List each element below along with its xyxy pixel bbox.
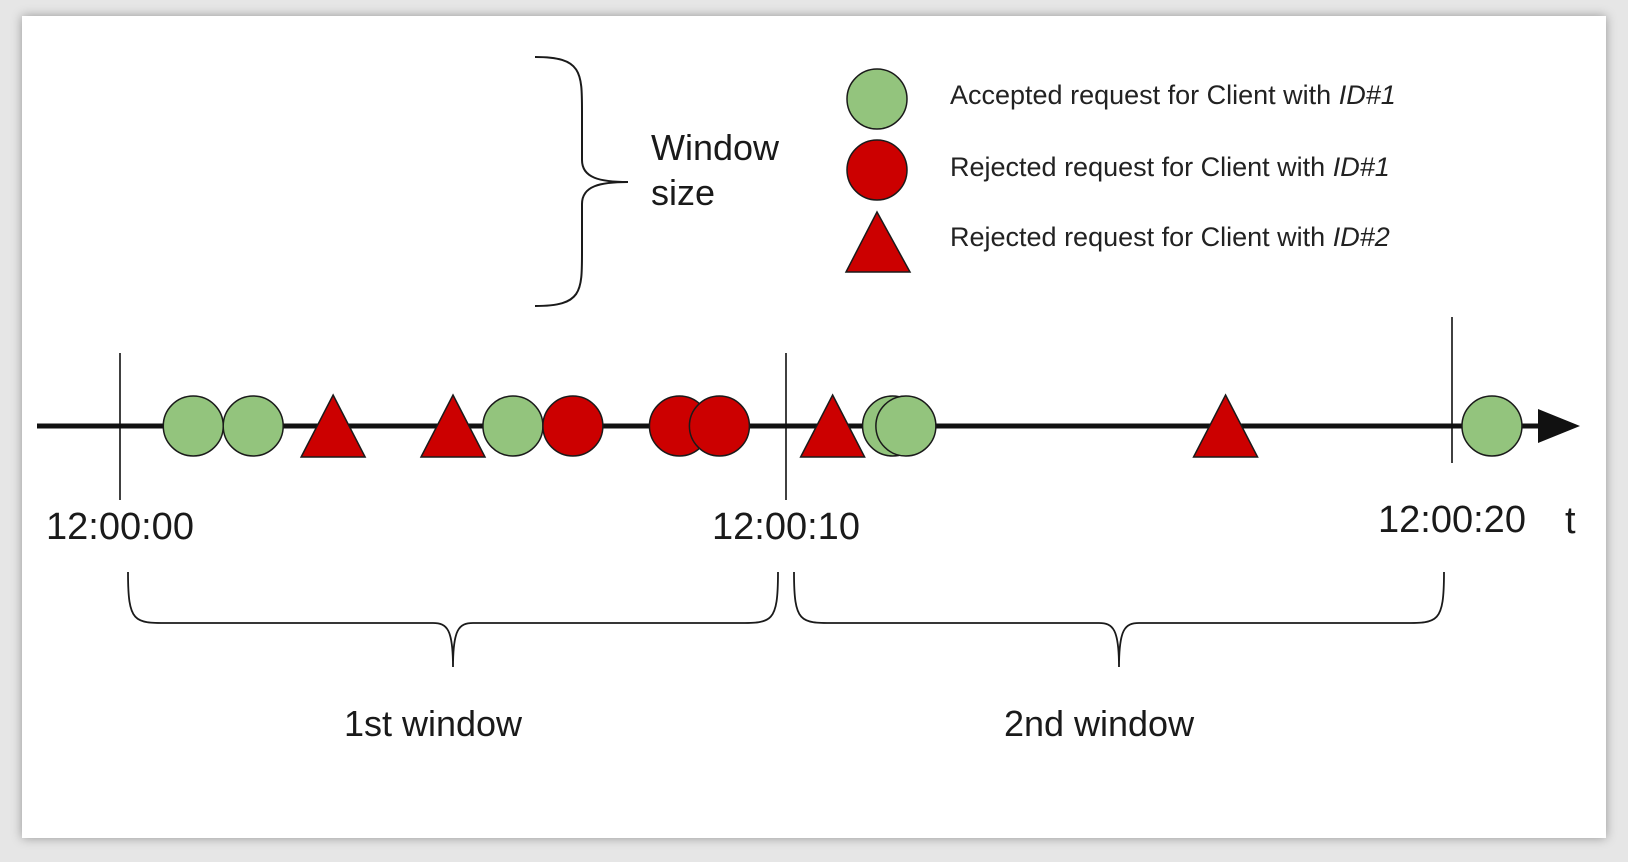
accepted-request-circle — [482, 395, 544, 457]
rejected-circle-icon — [846, 139, 908, 201]
window-brace — [127, 571, 779, 668]
request-marks — [162, 393, 1523, 458]
window-labels: 1st window 2nd window — [344, 703, 1195, 744]
accepted-request-circle — [222, 395, 284, 457]
legend-client-id: ID#1 — [1333, 152, 1390, 182]
legend-client-id: ID#2 — [1333, 222, 1390, 252]
axis-arrow-icon — [1538, 409, 1580, 443]
tick-label: 12:00:20 — [1378, 499, 1526, 541]
legend-client-id: ID#1 — [1339, 80, 1396, 110]
legend-text: Rejected request for Client with — [950, 152, 1333, 182]
rejected-request-circle — [688, 395, 751, 457]
legend-item-rejected-id1: Rejected request for Client with ID#1 — [846, 139, 1390, 201]
accepted-request-circle — [875, 395, 937, 457]
tick-lines — [119, 317, 1453, 500]
legend-item-rejected-id2: Rejected request for Client with ID#2 — [844, 210, 1390, 273]
legend-text: Accepted request for Client with — [950, 80, 1339, 110]
legend: Accepted request for Client with ID#1 Re… — [844, 68, 1396, 273]
accepted-request-circle — [162, 395, 225, 457]
window-label: 2nd window — [1004, 703, 1195, 744]
window-size-label-line1: Window — [651, 127, 780, 168]
rejected-request-triangle — [299, 393, 367, 458]
legend-item-accepted-id1: Accepted request for Client with ID#1 — [846, 68, 1396, 130]
rejected-request-circle — [542, 395, 604, 457]
window-brace — [793, 571, 1445, 668]
tick-labels: 12:00:00 12:00:10 12:00:20 — [46, 499, 1526, 548]
window-braces — [127, 571, 1445, 668]
rejected-request-triangle — [799, 393, 866, 458]
accepted-circle-icon — [846, 68, 908, 130]
axis-label: t — [1565, 500, 1576, 542]
svg-text:Rejected request for Client wi: Rejected request for Client with ID#1 — [950, 152, 1390, 182]
tick-label: 12:00:00 — [46, 506, 194, 548]
tick-label: 12:00:10 — [712, 506, 860, 548]
rejected-triangle-icon — [844, 210, 912, 273]
accepted-request-circle — [1461, 395, 1523, 457]
legend-text: Rejected request for Client with — [950, 222, 1333, 252]
window-size-label-line2: size — [651, 172, 715, 213]
svg-text:Rejected request for Client wi: Rejected request for Client with ID#2 — [950, 222, 1390, 252]
rejected-request-triangle — [419, 393, 487, 458]
window-label: 1st window — [344, 703, 523, 744]
window-size-brace — [534, 56, 629, 307]
rejected-request-triangle — [1192, 393, 1259, 458]
svg-text:Accepted request for Client wi: Accepted request for Client with ID#1 — [950, 80, 1396, 110]
